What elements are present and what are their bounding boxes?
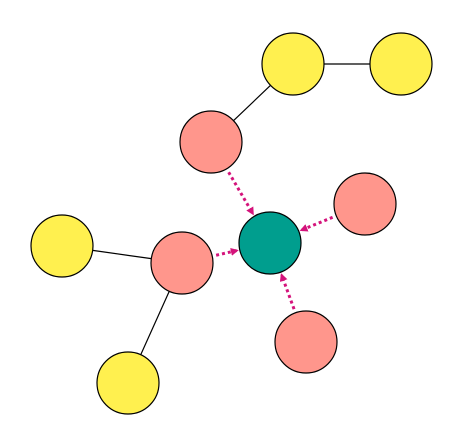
node-leaf-top-2 — [369, 32, 433, 96]
message-arrow-neighbor-left — [215, 247, 239, 257]
edges-layer — [92, 63, 370, 355]
node-neighbor-right — [333, 172, 397, 236]
node-neighbor-bottom — [274, 310, 338, 374]
message-arrow-neighbor-top — [227, 171, 255, 216]
edge-neighbor-left-leaf-left — [92, 249, 152, 260]
node-leaf-left — [30, 214, 94, 278]
message-arrow-neighbor-right — [299, 215, 334, 232]
node-leaf-top-1 — [261, 32, 325, 96]
edge-neighbor-top-leaf-top-1 — [233, 84, 271, 122]
messages-layer — [215, 171, 334, 310]
node-center — [238, 211, 302, 275]
edge-neighbor-left-leaf-bottom — [140, 291, 170, 355]
nodes-layer — [30, 32, 433, 415]
node-neighbor-top — [179, 110, 243, 174]
node-neighbor-left — [150, 231, 214, 295]
node-leaf-bottom — [96, 351, 160, 415]
message-arrow-neighbor-bottom — [279, 273, 296, 310]
